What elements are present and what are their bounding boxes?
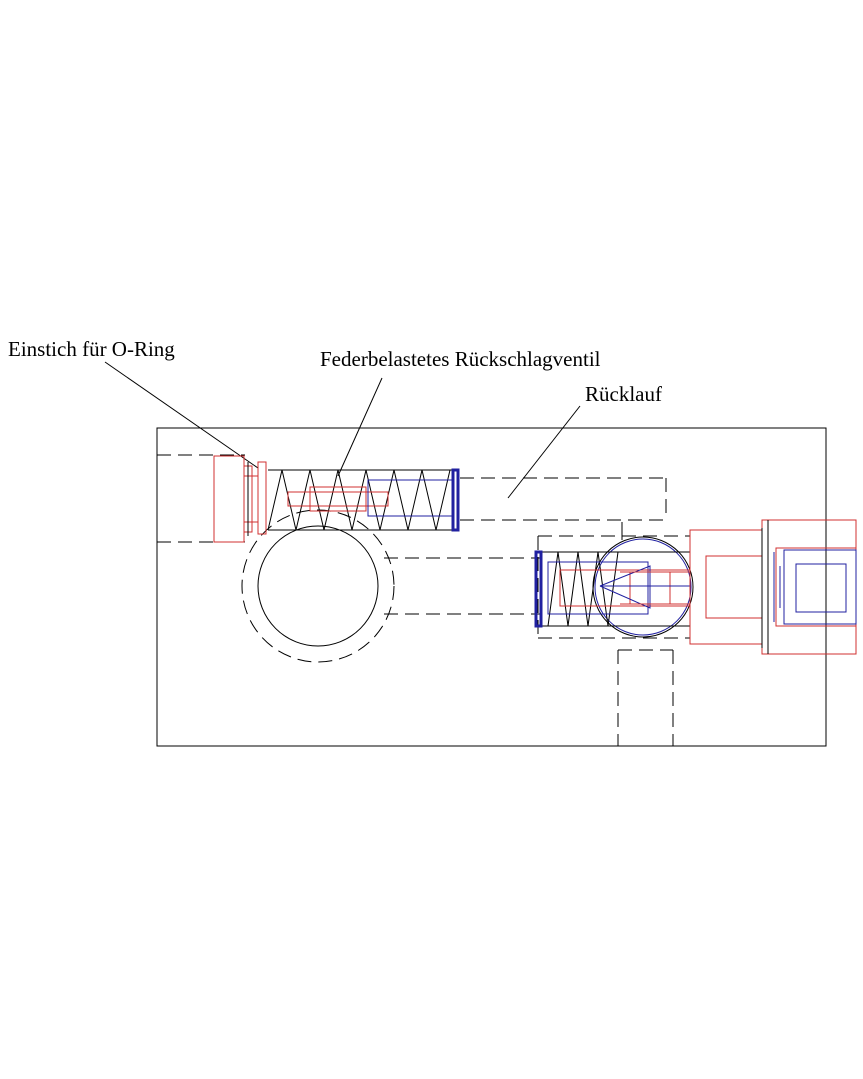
upper-spring <box>267 469 456 531</box>
upper-bore <box>157 454 667 543</box>
vertical-bore <box>617 649 674 746</box>
leader-check-valve <box>337 377 383 477</box>
label-o-ring-groove: Einstich für O-Ring <box>8 337 175 361</box>
label-return-line: Rücklauf <box>585 382 662 406</box>
block-outline <box>156 427 827 747</box>
leader-return-line <box>507 405 581 499</box>
port-circle <box>241 509 395 663</box>
label-check-valve: Federbelastetes Rückschlagventil <box>320 347 601 371</box>
upper-valve-piston <box>287 468 460 532</box>
leader-o-ring-groove <box>104 361 259 469</box>
right-fitting <box>689 519 857 655</box>
upper-plug <box>213 455 267 543</box>
lower-valve-piston <box>534 550 691 628</box>
middle-bore <box>384 522 690 639</box>
lower-spring <box>540 551 690 627</box>
